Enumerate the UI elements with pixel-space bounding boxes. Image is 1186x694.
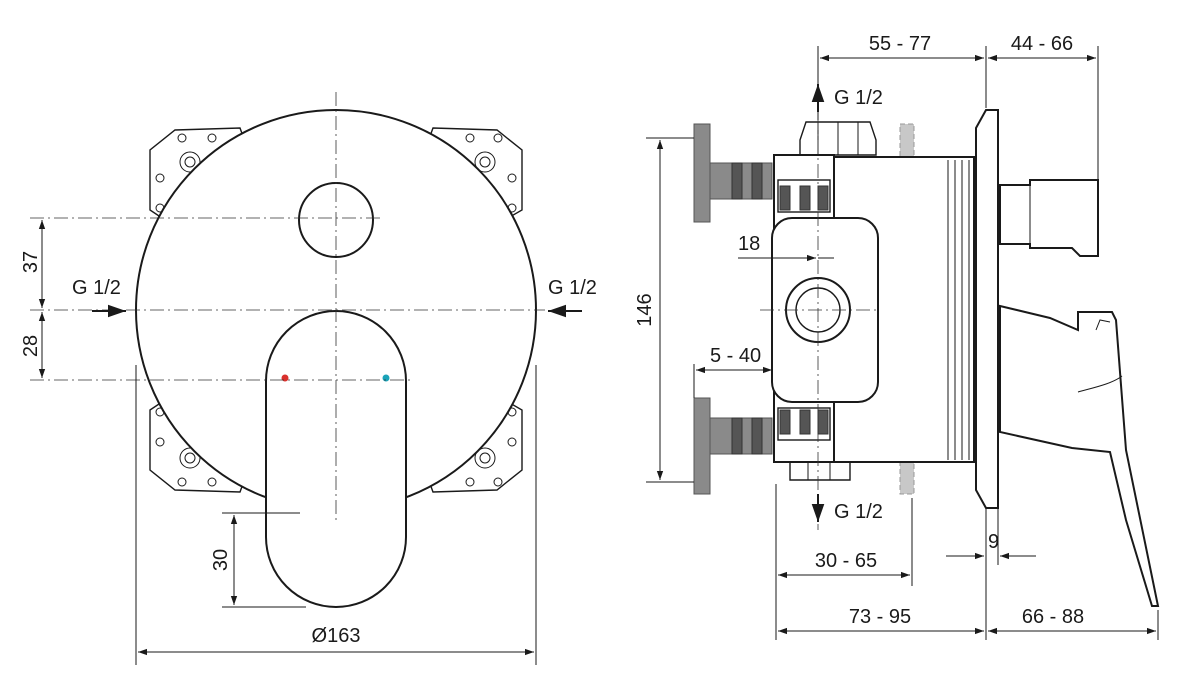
rosette (975, 109, 999, 509)
front-view: 37 28 G 1/2 G 1/2 30 Ø163 (20, 92, 597, 665)
spout (999, 179, 1099, 257)
dimension-37: 37 (20, 251, 42, 273)
inlet-right-label: G 1/2 (548, 277, 597, 299)
outlet-top-label: G 1/2 (834, 87, 883, 109)
flange-top-left (693, 123, 711, 223)
dimension-30: 30 (210, 549, 232, 571)
dimension-55-77: 55 - 77 (869, 33, 931, 55)
dimension-73-95: 73 - 95 (849, 606, 911, 628)
cold-marker (382, 374, 390, 382)
lever-side (999, 304, 1160, 607)
outlet-bottom-label: G 1/2 (834, 501, 883, 523)
dimension-18: 18 (738, 233, 760, 255)
dimension-30-65: 30 - 65 (815, 550, 877, 572)
dimension-66-88: 66 - 88 (1022, 606, 1084, 628)
dimension-146: 146 (634, 293, 656, 326)
dimension-28: 28 (20, 335, 42, 357)
flange-bottom-left (693, 397, 711, 495)
dimension-diameter: Ø163 (312, 625, 361, 647)
dimension-9: 9 (988, 531, 999, 553)
dimension-5-40: 5 - 40 (710, 345, 761, 367)
side-view: 55 - 77 44 - 66 G 1/2 G 1/2 146 18 5 - 4… (634, 33, 1160, 640)
hot-marker (281, 374, 289, 382)
inlet-left-label: G 1/2 (72, 277, 121, 299)
dimension-44-66: 44 - 66 (1011, 33, 1073, 55)
